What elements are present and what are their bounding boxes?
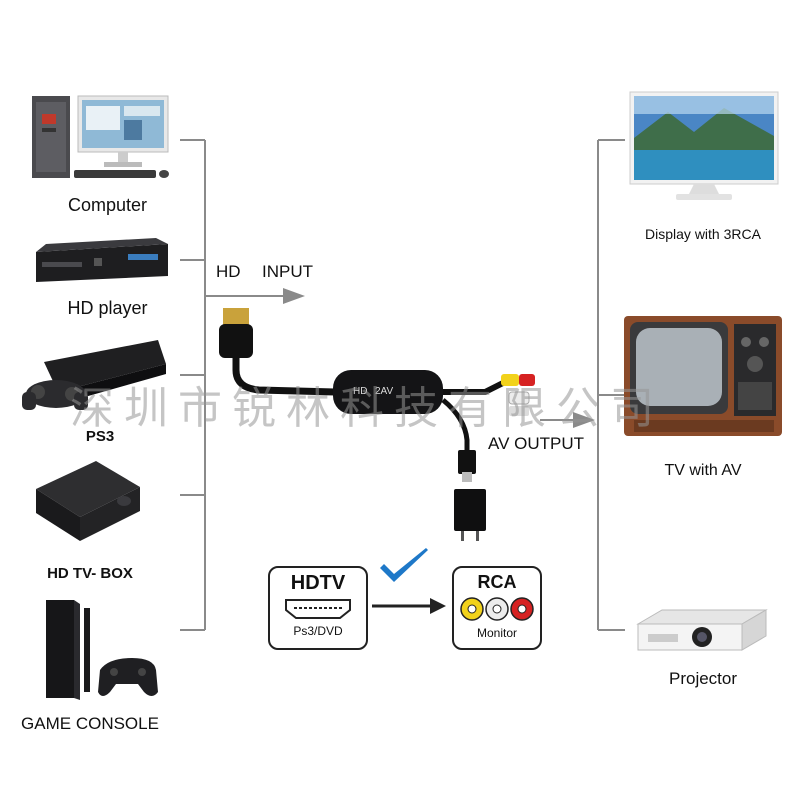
game-console-label: GAME CONSOLE: [10, 714, 170, 734]
projector-label: Projector: [622, 669, 784, 689]
blu-ray-player-icon: [32, 236, 172, 288]
rca-badge: RCA Monitor: [452, 566, 542, 650]
ps4-console-icon: [40, 596, 160, 704]
monitor-display-icon: [628, 90, 780, 202]
input-label: INPUT: [262, 262, 313, 282]
checkmark-icon: [376, 546, 432, 588]
flow-arrow-head: [430, 598, 446, 614]
hdmi-port-icon: [284, 598, 352, 620]
power-adapter-icon: [450, 485, 490, 545]
rca-jacks-icon: [460, 596, 534, 622]
hdtv-badge-title: HDTV: [270, 572, 366, 595]
hdtv-badge-subtitle: Ps3/DVD: [270, 624, 366, 638]
company-watermark: 深圳市锐林科技有限公司: [70, 372, 750, 436]
hdtv-badge: HDTV Ps3/DVD: [268, 566, 368, 650]
tv-box-icon: [30, 455, 145, 555]
rca-badge-title: RCA: [454, 572, 540, 593]
rca-badge-subtitle: Monitor: [454, 626, 540, 640]
display-3rca-label: Display with 3RCA: [622, 226, 784, 242]
computer-label: Computer: [20, 195, 195, 216]
computer-icon: [30, 92, 175, 184]
hd-tv-box-label: HD TV- BOX: [20, 565, 160, 582]
av-output-label: AV OUTPUT: [488, 434, 584, 454]
hd-player-label: HD player: [20, 298, 195, 319]
input-hd-label: HD: [216, 262, 241, 282]
projector-icon: [632, 606, 772, 656]
tv-with-av-label: TV with AV: [622, 462, 784, 480]
